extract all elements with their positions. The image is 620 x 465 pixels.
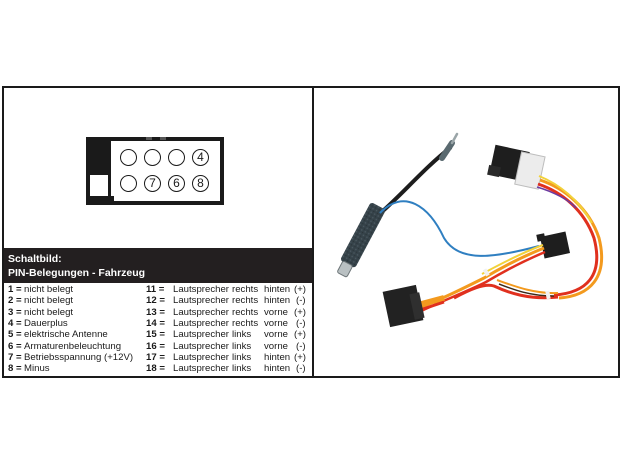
top-plug-icon (487, 144, 546, 190)
cable-tie (482, 268, 490, 277)
pin-number: 7 = (8, 351, 22, 363)
pin-side: rechts (232, 295, 259, 307)
pin-slot-8: 8 (192, 175, 209, 192)
pin-number: 14 = (146, 317, 165, 329)
connector-notch (90, 175, 111, 196)
pin-position: hinten (264, 295, 291, 307)
pin-position: vorne (264, 340, 288, 352)
pin-label: Lautsprecher (173, 317, 229, 329)
pin-row: 2 = nicht belegt 12 = Lautsprecher recht… (4, 295, 312, 306)
iso-connector-diagram: 4 7 6 8 (86, 137, 224, 205)
connector-tick (160, 137, 166, 140)
pin-position: hinten (264, 351, 291, 363)
connector-notch-base (90, 196, 114, 201)
connector-key-block (90, 141, 111, 175)
diagram-frame: 4 7 6 8 Schaltbild: PIN-Belegungen - Fah… (2, 86, 620, 378)
pin-label: Lautsprecher (173, 340, 229, 352)
pin-row: 7 = Betriebsspannung (+12V) 17 = Lautspr… (4, 352, 312, 363)
bottom-plug-icon (382, 284, 425, 328)
pin-row: 6 = Armaturenbeleuchtung 16 = Lautsprech… (4, 341, 312, 352)
antenna-adapter-icon (337, 203, 385, 278)
pin-side: rechts (232, 317, 259, 329)
pin-polarity: (+) (294, 284, 306, 295)
pin-number: 2 = (8, 295, 22, 307)
pin-number: 11 = (146, 284, 165, 295)
pin-side: links (232, 351, 252, 363)
pin-label: Betriebsspannung (+12V) (24, 351, 134, 363)
pin-polarity: (-) (296, 340, 306, 352)
pin-assignment-panel: 4 7 6 8 Schaltbild: PIN-Belegungen - Fah… (4, 88, 312, 376)
pin-side: links (232, 363, 252, 375)
pin-slot (120, 149, 137, 166)
pin-row: 5 = elektrische Antenne 15 = Lautspreche… (4, 329, 312, 340)
middle-plug-icon (536, 231, 571, 259)
pin-label: Armaturenbeleuchtung (24, 340, 122, 352)
pin-number: 18 = (146, 363, 165, 375)
pin-position: vorne (264, 317, 288, 329)
pin-polarity: (-) (296, 295, 306, 307)
pin-polarity: (-) (296, 317, 306, 329)
pin-number: 1 = (8, 284, 22, 295)
pin-number: 6 = (8, 340, 22, 352)
pin-slot-4: 4 (192, 149, 209, 166)
schematic-header: Schaltbild: PIN-Belegungen - Fahrzeug (4, 248, 312, 283)
pin-position: hinten (264, 363, 291, 375)
pin-label: Minus (24, 363, 50, 375)
pin-position: hinten (264, 284, 291, 295)
header-subtitle: PIN-Belegungen - Fahrzeug (8, 267, 146, 279)
harness-illustration (337, 132, 604, 328)
pin-row: 3 = nicht belegt 13 = Lautsprecher recht… (4, 307, 312, 318)
pin-polarity: (+) (294, 306, 306, 318)
pin-polarity: (+) (294, 329, 306, 341)
pin-slot (168, 149, 185, 166)
pin-slot-7: 7 (144, 175, 161, 192)
panel-divider (312, 88, 314, 376)
pin-number: 12 = (146, 295, 165, 307)
pin-side: rechts (232, 284, 259, 295)
pin-position: vorne (264, 329, 288, 341)
pin-number: 17 = (146, 351, 165, 363)
pin-label: Lautsprecher (173, 306, 229, 318)
pin-label: Lautsprecher (173, 295, 229, 307)
pin-label: nicht belegt (24, 295, 74, 307)
pin-label: elektrische Antenne (24, 329, 108, 341)
pin-number: 4 = (8, 317, 22, 329)
pin-side: links (232, 340, 252, 352)
connector-tick (146, 137, 152, 140)
pin-number: 16 = (146, 340, 165, 352)
pin-label: Lautsprecher (173, 329, 229, 341)
pin-label: Lautsprecher (173, 284, 229, 295)
pin-number: 15 = (146, 329, 165, 341)
pin-number: 13 = (146, 306, 165, 318)
blue-wire (379, 200, 540, 257)
pin-number: 8 = (8, 363, 22, 375)
pin-label: Lautsprecher (173, 351, 229, 363)
pin-label: nicht belegt (24, 284, 74, 295)
cable-tie (545, 290, 551, 300)
pin-position: vorne (264, 306, 288, 318)
pin-number: 3 = (8, 306, 22, 318)
pin-row: 4 = Dauerplus 14 = Lautsprecher rechts v… (4, 318, 312, 329)
pin-slot (144, 149, 161, 166)
pin-row: 8 = Minus 18 = Lautsprecher links hinten… (4, 363, 312, 374)
pin-row: 1 = nicht belegt 11 = Lautsprecher recht… (4, 284, 312, 295)
pin-side: links (232, 329, 252, 341)
pin-polarity: (-) (296, 363, 306, 375)
pin-number: 5 = (8, 329, 22, 341)
pin-slot (120, 175, 137, 192)
pin-polarity: (+) (294, 351, 306, 363)
pin-list: 1 = nicht belegt 11 = Lautsprecher recht… (4, 284, 312, 376)
pin-slot-6: 6 (168, 175, 185, 192)
pin-label: Dauerplus (24, 317, 68, 329)
pin-label: Lautsprecher (173, 363, 229, 375)
cable-harness-photo (314, 88, 618, 376)
antenna-plug-icon (439, 140, 455, 161)
pin-label: nicht belegt (24, 306, 74, 318)
pin-side: rechts (232, 306, 259, 318)
header-title: Schaltbild: (8, 253, 62, 265)
